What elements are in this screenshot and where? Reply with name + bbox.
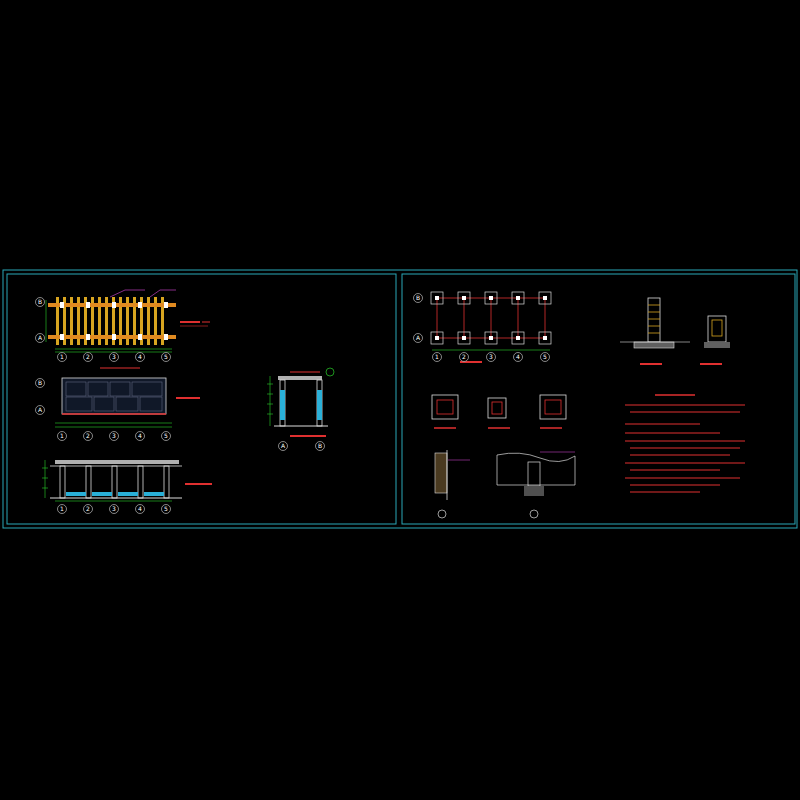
axis-label: 2 — [78, 504, 98, 514]
axis-label: 4 — [130, 352, 150, 362]
axis-label: 1 — [427, 352, 447, 362]
axis-label: B — [30, 378, 50, 388]
axis-label: B — [310, 441, 330, 451]
axis-label: 2 — [78, 352, 98, 362]
axis-label: 3 — [481, 352, 501, 362]
axis-label: 3 — [104, 431, 124, 441]
axis-label: 1 — [52, 352, 72, 362]
axis-label: A — [30, 333, 50, 343]
axis-label: A — [408, 333, 428, 343]
axis-label: A — [273, 441, 293, 451]
axis-label: 5 — [535, 352, 555, 362]
axis-label: 5 — [156, 504, 176, 514]
axis-label: 3 — [104, 504, 124, 514]
axis-label: 4 — [130, 504, 150, 514]
axis-label: A — [30, 405, 50, 415]
axis-label: B — [30, 297, 50, 307]
axis-label: 2 — [454, 352, 474, 362]
axis-label: 5 — [156, 352, 176, 362]
axis-label: 1 — [52, 431, 72, 441]
axis-label: 2 — [78, 431, 98, 441]
axis-label: B — [408, 293, 428, 303]
axis-label: 5 — [156, 431, 176, 441]
axis-label: 1 — [52, 504, 72, 514]
axis-label: 4 — [130, 431, 150, 441]
axis-label: 4 — [508, 352, 528, 362]
axis-label: 3 — [104, 352, 124, 362]
